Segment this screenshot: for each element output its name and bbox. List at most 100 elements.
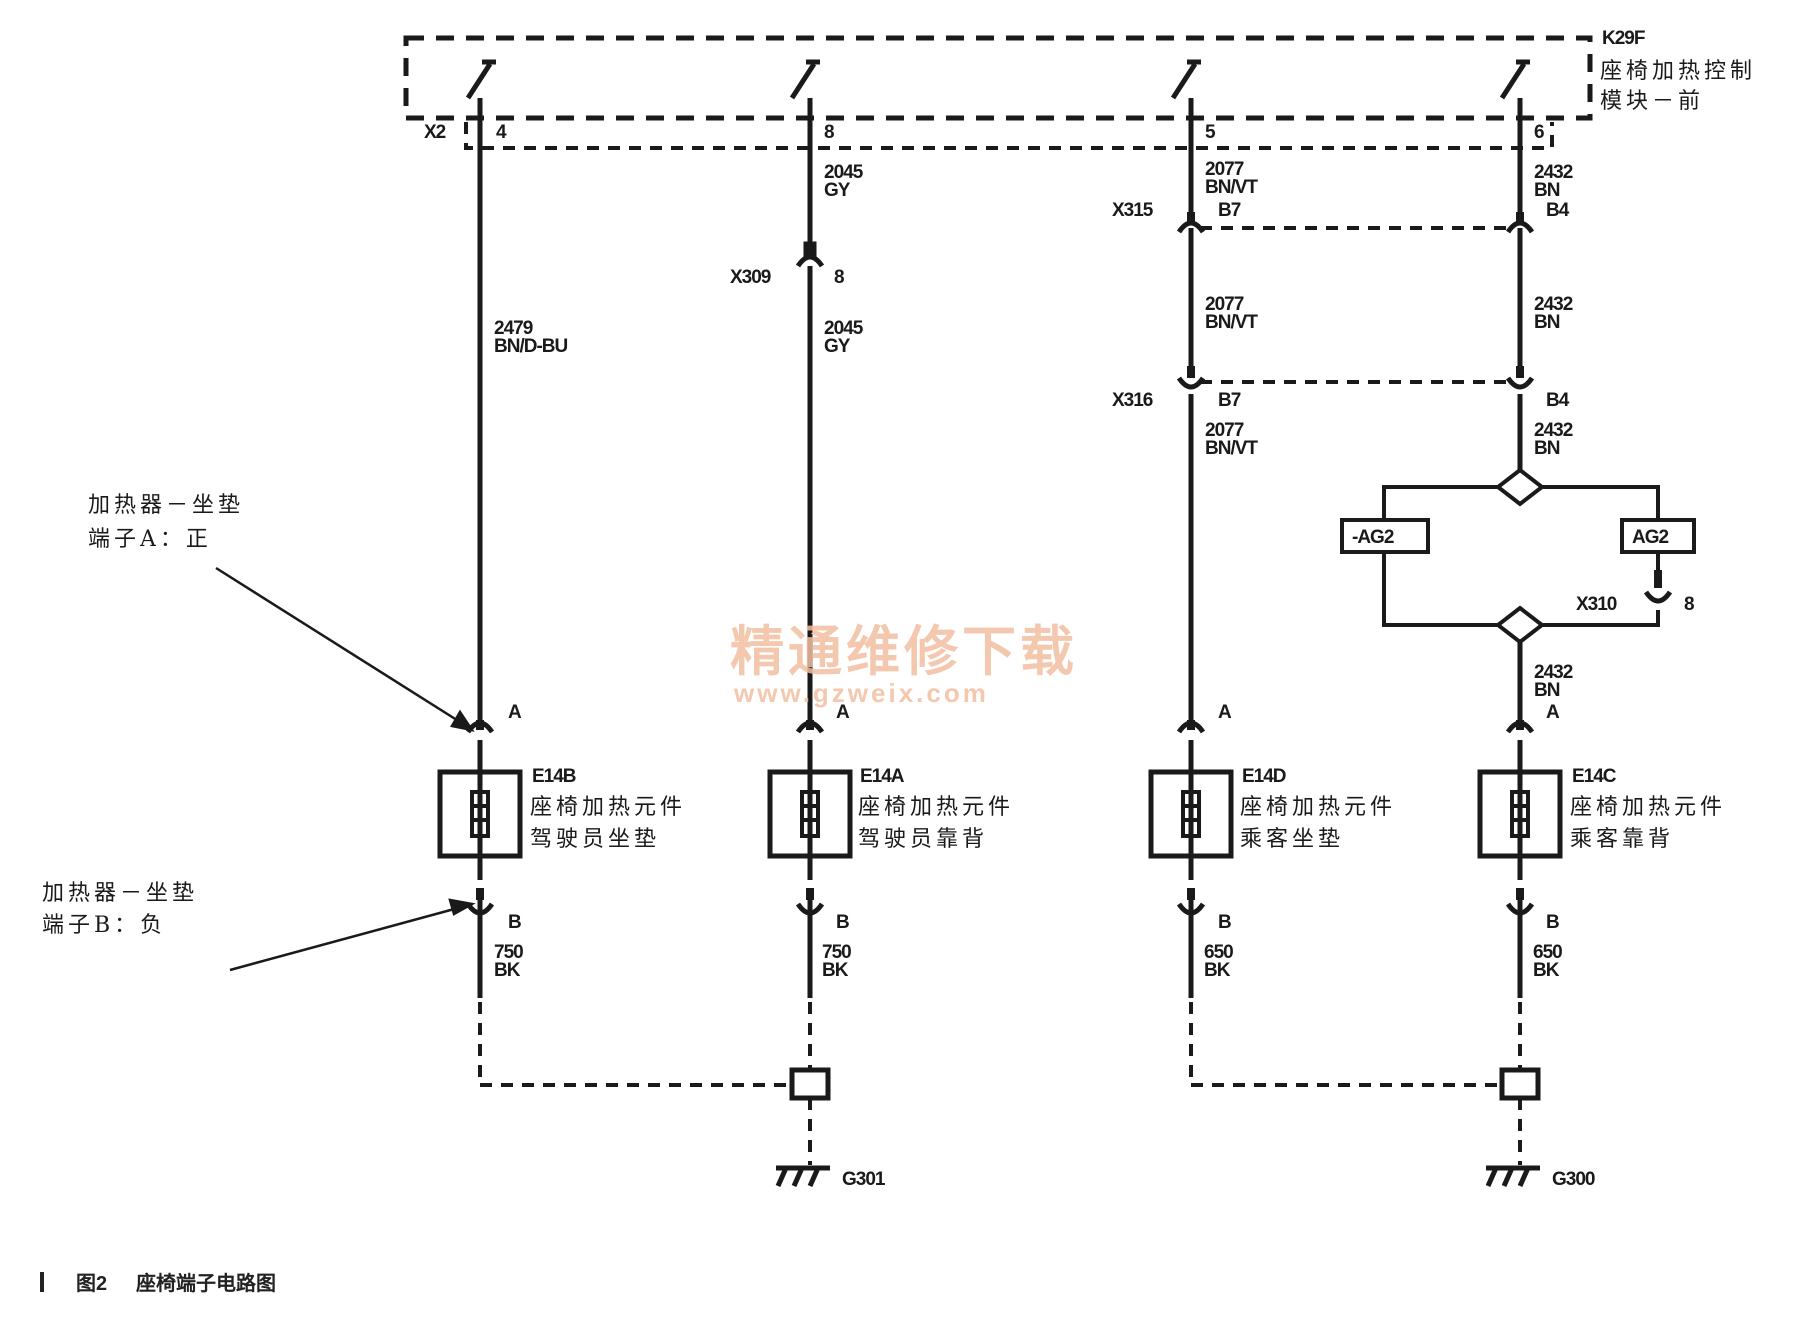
annotation-arrows (215, 566, 476, 972)
module-outline (403, 35, 1593, 121)
x316-cup-c3 (1176, 376, 1206, 390)
module-k29f (403, 35, 1593, 150)
e14c-coil (1510, 790, 1530, 838)
e14a-name2: 驾驶员靠背 (858, 827, 988, 852)
e14c-ground-wire: 650 (1533, 942, 1562, 963)
e14c-box (1477, 769, 1563, 859)
coil-rungs (472, 804, 1528, 822)
c3-wire-num-bot: 2077 (1205, 420, 1244, 441)
e14d-term-b (1176, 902, 1206, 916)
x316-c4-pin-label: B4 (1546, 390, 1570, 411)
module-name-line2: 模块－前 (1600, 89, 1704, 114)
c2-wire-color-mid: GY (824, 336, 851, 357)
arrow-terminal-a-shaft (215, 566, 461, 724)
heater-elements (437, 769, 1563, 859)
e14c-pin-b (1516, 888, 1524, 900)
c3-wire-color-mid: BN/VT (1205, 312, 1258, 333)
option-box-neg-ag2 (1340, 518, 1430, 554)
c3-wire-num-mid: 2077 (1205, 294, 1244, 315)
x315-pin-c4 (1516, 212, 1524, 222)
c3-wire-num-top: 2077 (1205, 159, 1244, 180)
c3-wire-color-top: BN/VT (1205, 177, 1258, 198)
c4-wire-color-mid: BN (1534, 312, 1560, 333)
c1-wire-color: BN/D-BU (494, 336, 567, 357)
e14b-pin-b-label: B (508, 912, 521, 933)
e14d-coil (1181, 790, 1201, 838)
c4-wire-color-bot: BN (1534, 438, 1560, 459)
option-diamond-top (1494, 467, 1546, 507)
annotation-terminal-b-line1: 加热器－坐垫 (42, 881, 198, 906)
x310-pin-label: 8 (1684, 594, 1694, 615)
c3-pin: 5 (1205, 122, 1216, 143)
e14c-name1: 座椅加热元件 (1570, 795, 1726, 820)
connector-x2-label: X2 (424, 122, 446, 143)
arrow-terminal-a-head (450, 709, 475, 732)
x316-label: X316 (1112, 390, 1153, 411)
e14a-ground-wire: 750 (822, 942, 851, 963)
c4-wire-color-low: BN (1534, 680, 1560, 701)
e14a-coil (800, 790, 820, 838)
ground-g300-label: G300 (1552, 1169, 1595, 1190)
e14b-term-b (465, 902, 495, 916)
e14d-code: E14D (1242, 766, 1286, 787)
e14c-pin-a-label: A (1546, 702, 1560, 723)
annotation-terminal-a-line2: 端子A：正 (88, 527, 212, 552)
watermark-url: www.gzweix.com (733, 678, 989, 708)
module-code: K29F (1602, 28, 1645, 49)
ground-symbol-g300 (1485, 1165, 1540, 1188)
e14a-code: E14A (860, 766, 905, 787)
c4-wire-num-low: 2432 (1534, 662, 1573, 683)
terminal-pins (476, 212, 1662, 900)
x309-cup (795, 254, 825, 268)
ground-splice-left (789, 1067, 831, 1101)
e14c-name2: 乘客靠背 (1570, 827, 1674, 852)
ground-g301-label: G301 (842, 1169, 886, 1190)
e14b-name2: 驾驶员坐垫 (530, 827, 660, 852)
x316-cup-c4 (1505, 376, 1535, 390)
c2-wire-num-top: 2045 (824, 162, 864, 183)
option-box-ag2 (1620, 518, 1696, 554)
wires (477, 98, 1523, 998)
connector-symbols (465, 220, 1673, 916)
e14c-pin-a (1516, 720, 1524, 730)
element-e14c-labels: A E14C 座椅加热元件 乘客靠背 B 650 BK (1533, 702, 1726, 981)
switch-2 (789, 59, 820, 100)
x309-pin (803, 241, 817, 257)
e14d-pin-b-label: B (1218, 912, 1231, 933)
grounds (775, 1067, 1541, 1188)
e14b-ground-wire: 750 (494, 942, 523, 963)
switch-4 (1499, 59, 1530, 100)
e14a-pin-a (806, 720, 814, 730)
x315-label: X315 (1112, 200, 1154, 221)
caption-bar-marker (40, 1272, 44, 1292)
e14b-pin-b (476, 888, 484, 900)
caption-title: 座椅端子电路图 (136, 1271, 276, 1295)
e14c-pin-b-label: B (1546, 912, 1559, 933)
e14d-ground-wire: 650 (1204, 942, 1233, 963)
c2-wire-color-top: GY (824, 180, 851, 201)
option-left-path (1382, 485, 1498, 627)
watermark-title: 精通维修下载 (730, 622, 1078, 682)
x315-cup-c4 (1505, 220, 1535, 234)
c2-pin: 8 (824, 122, 834, 143)
switch-3 (1170, 59, 1201, 100)
x315-cup-c3 (1176, 220, 1206, 234)
e14a-pin-a-label: A (836, 702, 850, 723)
option-ag2-label: AG2 (1632, 527, 1669, 548)
e14b-code: E14B (532, 766, 576, 787)
e14b-name1: 座椅加热元件 (530, 795, 686, 820)
e14d-name2: 乘客坐垫 (1240, 827, 1344, 852)
element-e14d-labels: A E14D 座椅加热元件 乘客坐垫 B 650 BK (1204, 702, 1392, 981)
heater-coils (470, 790, 1530, 838)
e14d-pin-b (1187, 888, 1195, 900)
connector-x2-outline (464, 122, 1554, 150)
e14a-pin-b-label: B (836, 912, 849, 933)
e14b-coil (470, 790, 490, 838)
e14c-code: E14C (1572, 766, 1617, 787)
element-e14b-labels: A E14B 座椅加热元件 驾驶员坐垫 B 750 BK (494, 702, 686, 981)
c4-wire-num-bot: 2432 (1534, 420, 1573, 441)
connector-dashes (478, 226, 1522, 1165)
x316-c3-pin-label: B7 (1218, 390, 1241, 411)
c1-pin: 4 (496, 122, 507, 143)
